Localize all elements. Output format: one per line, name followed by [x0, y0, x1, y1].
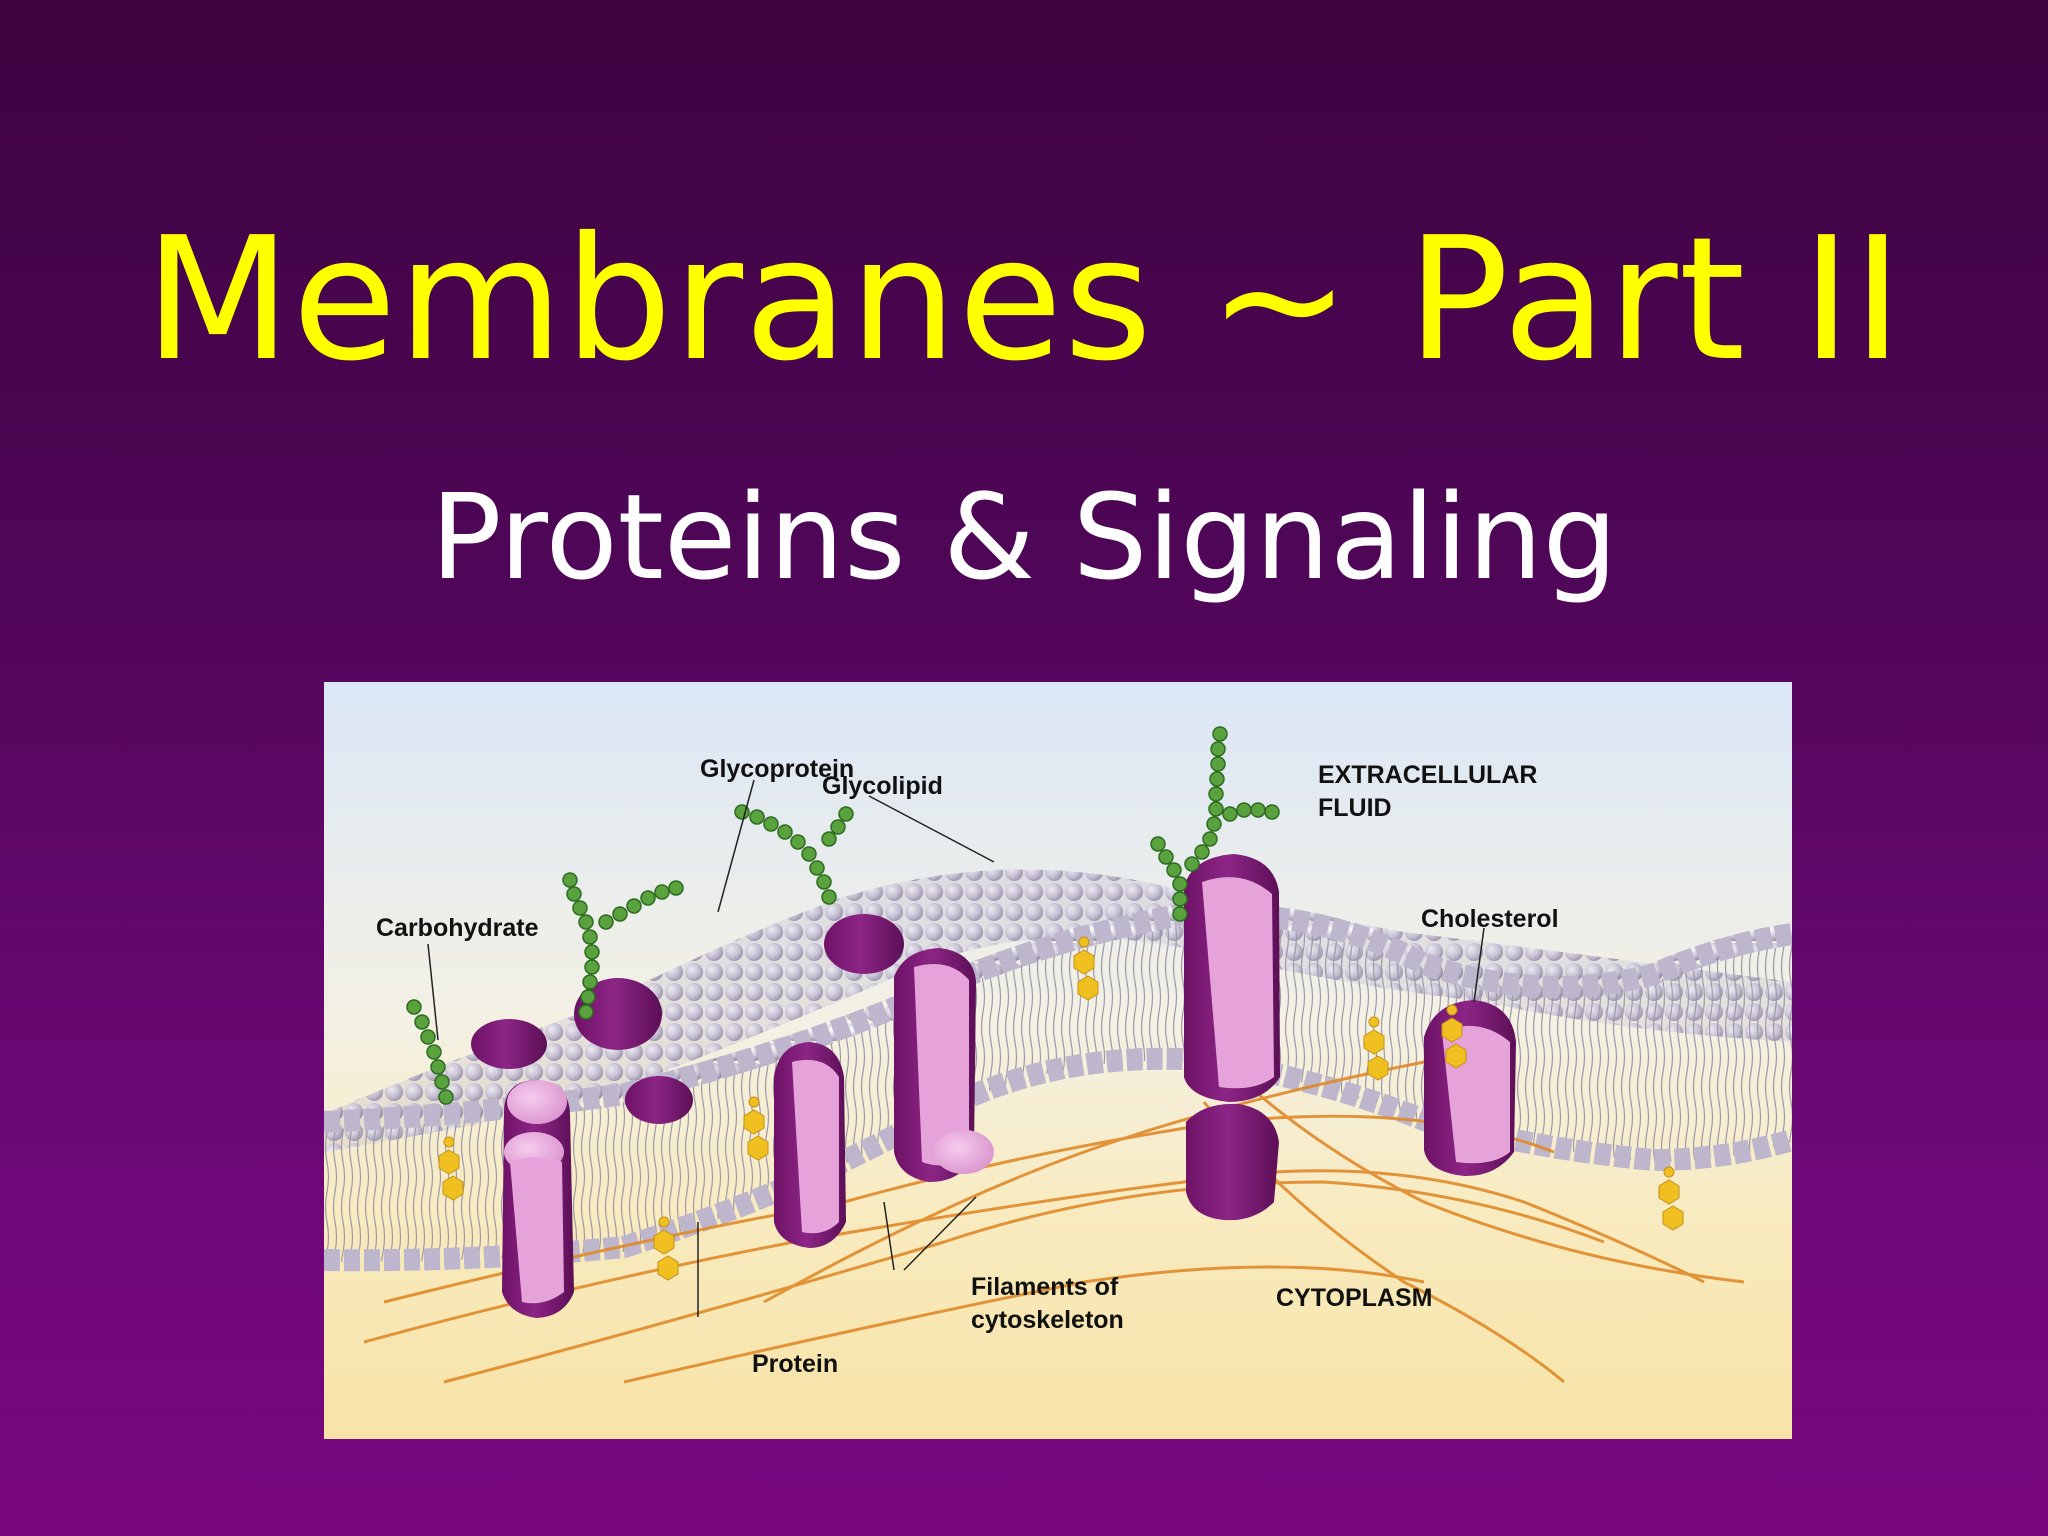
label-extracellular-fluid-line1: EXTRACELLULAR — [1318, 761, 1537, 789]
label-cytoplasm: CYTOPLASM — [1276, 1284, 1433, 1312]
label-glycolipid: Glycolipid — [822, 772, 943, 800]
membrane-protein-4 — [1184, 854, 1280, 1220]
label-filaments-line1: Filaments of — [971, 1273, 1119, 1301]
membrane-protein-1 — [502, 1080, 574, 1318]
slide-title: Membranes ~ Part II — [0, 215, 2048, 385]
label-cholesterol: Cholesterol — [1421, 905, 1559, 933]
slide-subtitle: Proteins & Signaling — [0, 478, 2048, 596]
label-protein: Protein — [752, 1350, 838, 1378]
membrane-protein-5 — [1424, 1000, 1516, 1176]
membrane-protein-2 — [774, 1042, 846, 1248]
label-extracellular-fluid-line2: FLUID — [1318, 794, 1392, 822]
membrane-diagram: Glycoprotein Glycolipid EXTRACELLULAR FL… — [324, 682, 1792, 1439]
label-filaments-line2: cytoskeleton — [971, 1306, 1124, 1334]
label-carbohydrate: Carbohydrate — [376, 914, 539, 942]
